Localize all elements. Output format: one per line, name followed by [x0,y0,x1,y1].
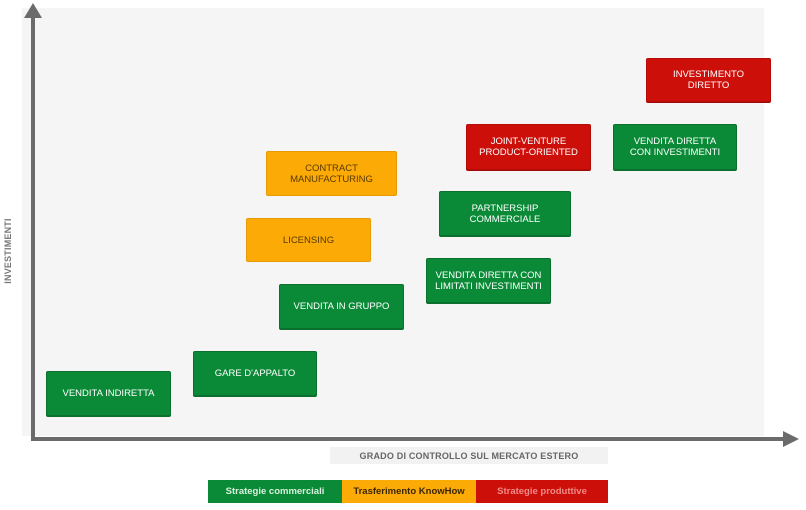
legend-item-produttive: Strategie produttive [476,480,608,503]
strategy-contract-manufacturing: CONTRACT MANUFACTURING [266,151,397,196]
strategy-joint-venture: JOINT-VENTURE PRODUCT-ORIENTED [466,124,591,170]
strategy-licensing: LICENSING [246,218,371,262]
strategy-vendita-indiretta: VENDITA INDIRETTA [46,371,171,416]
legend-item-knowhow: Trasferimento KnowHow [342,480,476,503]
y-axis-label: INVESTIMENTI [3,218,13,284]
strategy-vendita-diretta-limitati: VENDITA DIRETTA CON LIMITATI INVESTIMENT… [426,258,551,303]
y-axis-arrow-icon [24,3,42,18]
strategy-gare-appalto: GARE D'APPALTO [193,351,317,396]
strategy-partnership-commerciale: PARTNERSHIP COMMERCIALE [439,191,571,236]
legend-item-commerciali: Strategie commerciali [208,480,342,503]
x-axis-arrow-icon [783,431,799,447]
strategy-vendita-diretta-investimenti: VENDITA DIRETTA CON INVESTIMENTI [613,124,737,170]
legend: Strategie commerciali Trasferimento Know… [208,480,608,503]
strategy-vendita-in-gruppo: VENDITA IN GRUPPO [279,284,404,329]
plot-area [22,8,764,436]
strategy-investimento-diretto: INVESTIMENTO DIRETTO [646,58,771,102]
x-axis-label: GRADO DI CONTROLLO SUL MERCATO ESTERO [330,447,608,464]
